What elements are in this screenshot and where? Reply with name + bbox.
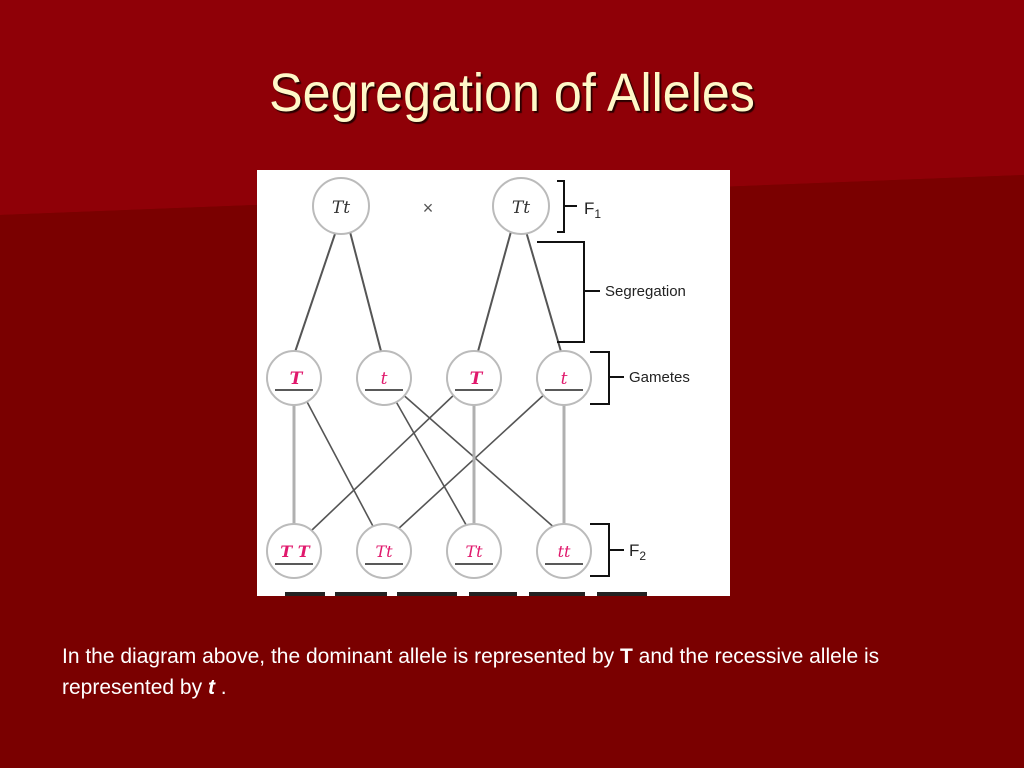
- caption-text-3: .: [214, 676, 227, 699]
- offspring-3: Tt: [446, 523, 502, 579]
- segregation-diagram: Tt × Tt T t T t: [257, 170, 730, 596]
- gamete-2-allele: t: [381, 369, 388, 389]
- gamete-offspring-lines: [304, 391, 558, 531]
- label-f1: F1: [584, 199, 601, 221]
- offspring-1-allele-a: T: [280, 542, 293, 561]
- offspring-1-allele-b: T: [298, 542, 311, 561]
- gamete-1: T: [266, 350, 322, 406]
- cross-symbol: ×: [423, 198, 434, 218]
- gamete-4: t: [536, 350, 592, 406]
- svg-text:Tt: Tt: [465, 542, 483, 561]
- slide-caption: In the diagram above, the dominant allel…: [62, 641, 942, 703]
- label-segregation: Segregation: [605, 283, 686, 300]
- svg-text:Tt: Tt: [375, 542, 393, 561]
- caption-recessive-allele: t: [207, 676, 215, 699]
- gamete-4-allele: t: [561, 369, 568, 389]
- offspring-3-allele-a: T: [465, 542, 477, 561]
- gamete-3: T: [446, 350, 502, 406]
- label-gametes: Gametes: [629, 369, 690, 386]
- parent-2-allele-a: T: [512, 198, 525, 218]
- offspring-3-allele-b: t: [476, 542, 483, 561]
- offspring-2: Tt: [356, 523, 412, 579]
- offspring-2-allele-a: T: [375, 542, 387, 561]
- slide-title: Segregation of Alleles: [269, 63, 755, 123]
- parent-gamete-lines: [293, 227, 563, 356]
- offspring-1: T T: [266, 523, 322, 579]
- brackets: [537, 180, 624, 577]
- parent-1-allele-b: t: [343, 198, 350, 218]
- gamete-3-allele: T: [470, 369, 484, 389]
- gamete-2: t: [356, 350, 412, 406]
- parent-2: Tt: [492, 177, 550, 235]
- offspring-4-allele-b: t: [564, 542, 571, 561]
- caption-dominant-allele: T: [620, 645, 633, 668]
- vertical-lines: [292, 400, 566, 528]
- parent-2-allele-b: t: [523, 198, 530, 218]
- offspring-2-allele-b: t: [386, 542, 393, 561]
- svg-text:Tt: Tt: [512, 198, 530, 218]
- label-f2: F2: [629, 541, 646, 563]
- svg-text:tt: tt: [558, 542, 571, 561]
- parent-1-allele-a: T: [332, 198, 345, 218]
- svg-text:Tt: Tt: [332, 198, 350, 218]
- caption-text-2: and the recessive allele is represented …: [62, 645, 880, 699]
- caption-text-1: In the diagram above, the dominant allel…: [62, 645, 621, 668]
- gamete-1-allele: T: [290, 369, 304, 389]
- cropped-text-fragment: [285, 592, 647, 596]
- parent-1: Tt: [312, 177, 370, 235]
- offspring-4: tt: [536, 523, 592, 579]
- svg-text:T T: T T: [280, 542, 310, 561]
- offspring-4-allele-a: t: [558, 542, 565, 561]
